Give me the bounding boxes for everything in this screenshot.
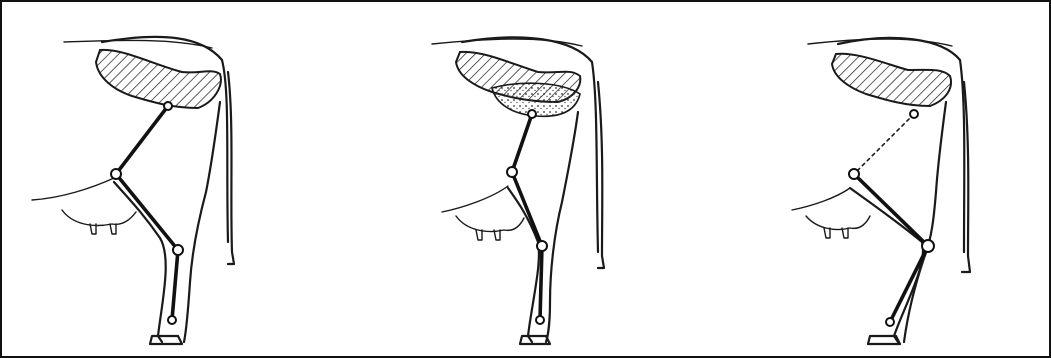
panel-2-tail [598, 82, 604, 268]
panel-2-teat-1 [476, 230, 482, 240]
panel-3-belly [792, 188, 850, 210]
panel-3-pelvis [832, 54, 951, 106]
panel-3-fetlock-joint [886, 318, 894, 326]
panel-2-stifle-joint [507, 167, 517, 177]
panel-3-tibia [854, 174, 928, 246]
panel-1-tibia [116, 174, 178, 250]
panel-3-stifle-joint [849, 169, 859, 179]
panel-2-udder [456, 216, 524, 231]
panel-1-cannon [172, 250, 178, 320]
panel-1-pelvis [96, 50, 221, 108]
panel-2-cannon [540, 246, 542, 320]
panel-3-hip-joint [910, 110, 918, 118]
panel-1-stifle-joint [111, 169, 121, 179]
panel-3-femur [854, 114, 914, 174]
panel-2-hip-joint [528, 110, 536, 118]
panel-2-tibia [512, 172, 542, 246]
panel-1-udder [62, 210, 136, 225]
panel-1-leg-drawing [32, 37, 234, 344]
panel-2-leg-front-outline [508, 188, 539, 342]
panel-1-femur [116, 106, 168, 174]
panel-2-femur [512, 114, 532, 172]
panel-1-belly [32, 178, 114, 200]
panel-1-teat-2 [110, 224, 116, 234]
panel-2-hock-joint [537, 241, 547, 251]
panel-3-teat-1 [824, 228, 830, 238]
panel-2-fetlock-joint [536, 316, 544, 324]
panel-1-leg-rear-outline [184, 102, 220, 342]
panel-3-leg-rear-outline [904, 102, 946, 342]
panel-2-leg-rear-outline [546, 112, 578, 342]
panel-2-belly [442, 186, 508, 212]
panel-2-leg-drawing [432, 37, 604, 344]
panel-3-leg-drawing [792, 38, 970, 344]
panel-1-hip-joint [164, 102, 172, 110]
panel-3-udder [806, 216, 870, 230]
panel-1-hock-joint [173, 245, 183, 255]
panel-1-hoof [150, 336, 182, 344]
panel-1-fetlock-joint [168, 316, 176, 324]
panel-3-hock-joint [922, 240, 934, 252]
